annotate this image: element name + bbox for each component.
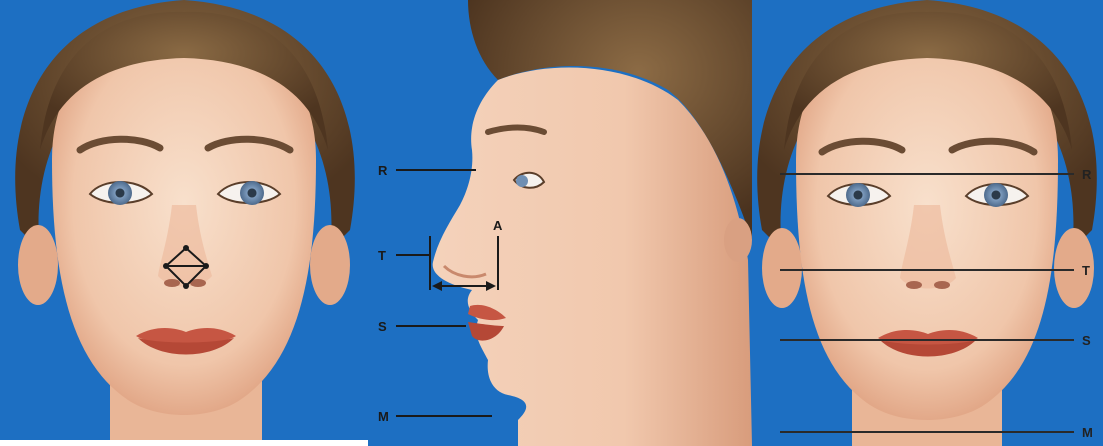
left-nostril <box>164 279 180 287</box>
frontal-face-panel <box>0 0 368 446</box>
right-nostril <box>934 281 950 289</box>
right-iris <box>984 183 1008 207</box>
iris <box>516 175 528 187</box>
bottom-border <box>0 440 368 446</box>
profile-face-panel: R T A S M <box>368 0 752 446</box>
label-t: T <box>1082 263 1090 278</box>
label-t: T <box>378 248 386 263</box>
right-iris <box>240 181 264 205</box>
left-ear <box>762 228 802 308</box>
label-m: M <box>1082 425 1093 440</box>
label-r: R <box>1082 167 1092 182</box>
left-iris <box>108 181 132 205</box>
label-r: R <box>378 163 388 178</box>
left-iris <box>846 183 870 207</box>
frontal-lines-panel: R T S M <box>752 0 1103 446</box>
label-m: M <box>378 409 389 424</box>
left-ear <box>18 225 58 305</box>
label-s: S <box>1082 333 1091 348</box>
left-nostril <box>906 281 922 289</box>
label-a: A <box>493 218 503 233</box>
ear <box>724 218 752 262</box>
label-s: S <box>378 319 387 334</box>
right-ear <box>310 225 350 305</box>
